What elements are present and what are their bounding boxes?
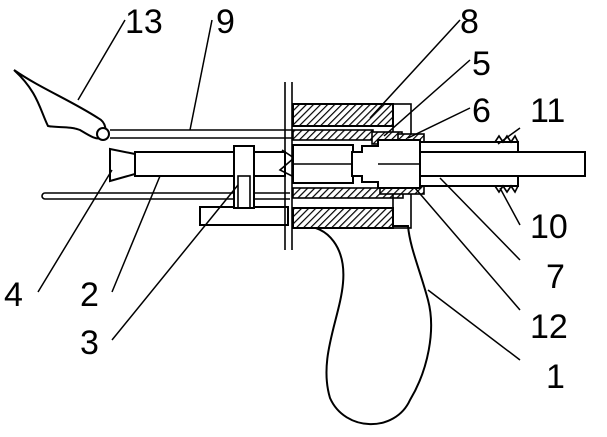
leader-4 [38, 170, 112, 292]
clamp-3 [234, 146, 254, 208]
leader-8 [370, 20, 460, 118]
housing-upper-band [293, 130, 373, 140]
lever-pivot [97, 128, 109, 140]
barrel-tube-2 [135, 152, 285, 176]
label-7: 7 [546, 258, 565, 296]
leader-3 [112, 185, 238, 340]
leader-9 [190, 20, 212, 130]
label-4: 4 [4, 276, 23, 314]
label-13: 13 [125, 3, 163, 41]
label-6: 6 [472, 92, 491, 130]
label-10: 10 [530, 208, 568, 246]
label-5: 5 [472, 45, 491, 83]
bulb-1 [298, 226, 431, 424]
housing-top-hatch-8 [293, 104, 393, 126]
leader-1 [428, 290, 520, 360]
label-1: 1 [546, 358, 565, 396]
trigger-lever-13 [14, 70, 105, 139]
label-8: 8 [460, 3, 479, 41]
output-tube-7 [420, 152, 585, 176]
rear-rod-end [42, 193, 45, 199]
label-9: 9 [216, 3, 235, 41]
nozzle-4 [110, 149, 135, 181]
leader-6 [408, 108, 470, 138]
label-3: 3 [80, 324, 99, 362]
leader-10 [500, 188, 520, 225]
leader-5 [384, 60, 470, 136]
housing-bottom-hatch [293, 208, 393, 228]
label-11: 11 [530, 92, 565, 130]
label-2: 2 [80, 276, 99, 314]
label-12: 12 [530, 308, 568, 346]
leader-13 [78, 20, 125, 100]
